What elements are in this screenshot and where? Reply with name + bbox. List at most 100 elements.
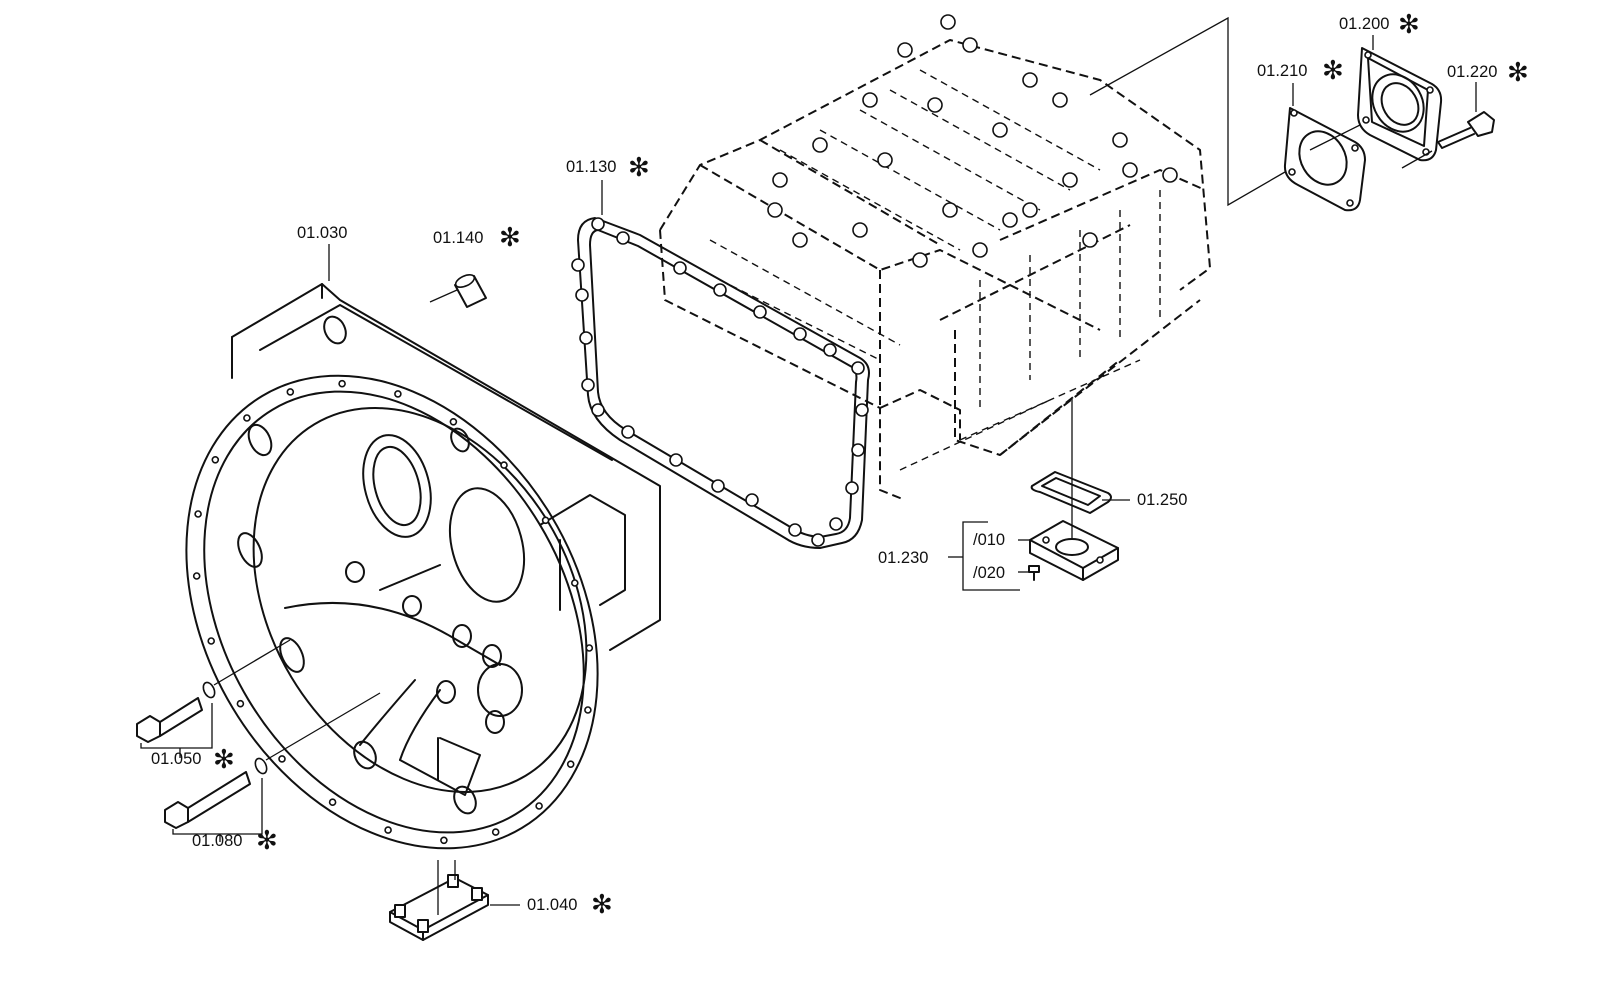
gasket-bolt-hole <box>571 258 585 272</box>
label-01-230: 01.230 <box>878 549 928 567</box>
flange-bolt-hole <box>194 510 202 518</box>
flange-bolt-hole <box>570 579 579 587</box>
asterisk-marker: ✻ <box>591 890 613 920</box>
asterisk-marker: ✻ <box>213 745 235 775</box>
clutch-housing <box>185 283 661 850</box>
case-boss <box>1062 172 1078 188</box>
case-boss <box>897 42 913 58</box>
case-boss <box>862 92 878 108</box>
flange-bolt-hole <box>236 699 245 708</box>
case-boss <box>1022 202 1038 218</box>
gasket-bolt-hole <box>673 261 687 275</box>
gasket-bolt-hole <box>753 305 767 319</box>
gasket-bolt-hole <box>669 453 683 467</box>
gasket-bolt-hole <box>581 378 595 392</box>
label-01-030: 01.030 <box>297 224 347 242</box>
rear-cover-gasket <box>1283 107 1366 212</box>
case-boss <box>877 152 893 168</box>
flange-bolt-hole <box>535 802 543 810</box>
label-01-250: 01.250 <box>1137 491 1187 509</box>
inspection-cover <box>1029 520 1119 581</box>
flange-bolt-hole <box>584 706 592 714</box>
gasket-bolt-hole <box>711 479 725 493</box>
gasket-bolt-hole <box>845 481 859 495</box>
case-boss <box>992 122 1008 138</box>
case-boss <box>912 252 928 268</box>
label-01-230-010: /010 <box>973 531 1005 549</box>
gasket-bolt-hole <box>621 425 635 439</box>
label-01-200: 01.200 <box>1339 15 1389 33</box>
asterisk-marker: ✻ <box>256 826 278 856</box>
gasket-bolt-hole <box>616 231 630 245</box>
gasket-bolt-hole <box>851 443 865 457</box>
gasket-bolt-hole <box>745 493 759 507</box>
flange-bolt-hole <box>394 390 402 398</box>
asterisk-marker: ✻ <box>1507 58 1529 88</box>
case-boss <box>767 202 783 218</box>
gasket-bolt-hole <box>575 288 589 302</box>
flange-bolt-hole <box>278 755 286 763</box>
gasket-bolt-hole <box>851 361 865 375</box>
case-boss <box>812 137 828 153</box>
asterisk-marker: ✻ <box>499 223 521 253</box>
flange-bolt-hole <box>449 417 458 426</box>
case-boss <box>942 202 958 218</box>
flange-bolt-hole <box>211 455 220 464</box>
gasket-bolt-hole <box>811 533 825 547</box>
flange-bolt-hole <box>491 828 500 836</box>
label-01-230-020: /020 <box>973 564 1005 582</box>
case-boss <box>1022 72 1038 88</box>
gasket-bolt-hole <box>591 403 605 417</box>
flange-bolt-hole <box>207 637 215 645</box>
bolt-01-080 <box>164 757 268 829</box>
case-boss <box>792 232 808 248</box>
cover-bolt <box>1401 111 1495 169</box>
access-cover-plate <box>389 874 489 941</box>
flange-bolt-hole <box>566 760 575 769</box>
case-boss <box>1082 232 1098 248</box>
asterisk-marker: ✻ <box>628 153 650 183</box>
flange-bolt-hole <box>440 836 448 845</box>
gasket-bolt-hole <box>829 517 843 531</box>
asterisk-marker: ✻ <box>1322 56 1344 86</box>
case-boss <box>940 14 956 30</box>
case-boss <box>1112 132 1128 148</box>
flange-bolt-hole <box>192 572 201 580</box>
asterisk-marker: ✻ <box>1398 10 1420 40</box>
case-boss <box>972 242 988 258</box>
label-01-080: 01.080 <box>192 832 242 850</box>
gasket-bolt-hole <box>713 283 727 297</box>
gasket-bolt-hole <box>793 327 807 341</box>
case-boss <box>1052 92 1068 108</box>
case-boss <box>927 97 943 113</box>
flange-bolt-hole <box>338 379 346 388</box>
case-boss <box>852 222 868 238</box>
bolt-01-050 <box>136 681 216 743</box>
case-boss <box>1002 212 1018 228</box>
transmission-case <box>659 14 1211 501</box>
part-labels: 01.030 01.140 ✻ 01.130 ✻ 01.210 ✻ 01.200… <box>151 10 1529 920</box>
case-boss <box>962 37 978 53</box>
flange-bolt-hole <box>328 798 337 807</box>
label-01-050: 01.050 <box>151 750 201 768</box>
case-boss <box>772 172 788 188</box>
gasket-bolt-hole <box>788 523 802 537</box>
label-01-040: 01.040 <box>527 896 577 914</box>
label-01-130: 01.130 <box>566 158 616 176</box>
gasket-bolt-hole <box>823 343 837 357</box>
case-boss <box>1122 162 1138 178</box>
case-boss <box>1162 167 1178 183</box>
label-01-140: 01.140 <box>433 229 483 247</box>
leader-lines <box>140 16 1477 915</box>
flange-bolt-hole <box>384 826 392 834</box>
cover-screw <box>1028 565 1040 581</box>
rear-cover <box>1357 47 1443 162</box>
inspection-gasket <box>1030 471 1112 514</box>
flange-bolt-hole <box>286 388 295 396</box>
label-01-220: 01.220 <box>1447 63 1497 81</box>
flange-bolt-hole <box>585 644 594 652</box>
label-01-210: 01.210 <box>1257 62 1307 80</box>
flange-bolt-hole <box>500 461 508 469</box>
gasket-bolt-hole <box>591 217 605 231</box>
